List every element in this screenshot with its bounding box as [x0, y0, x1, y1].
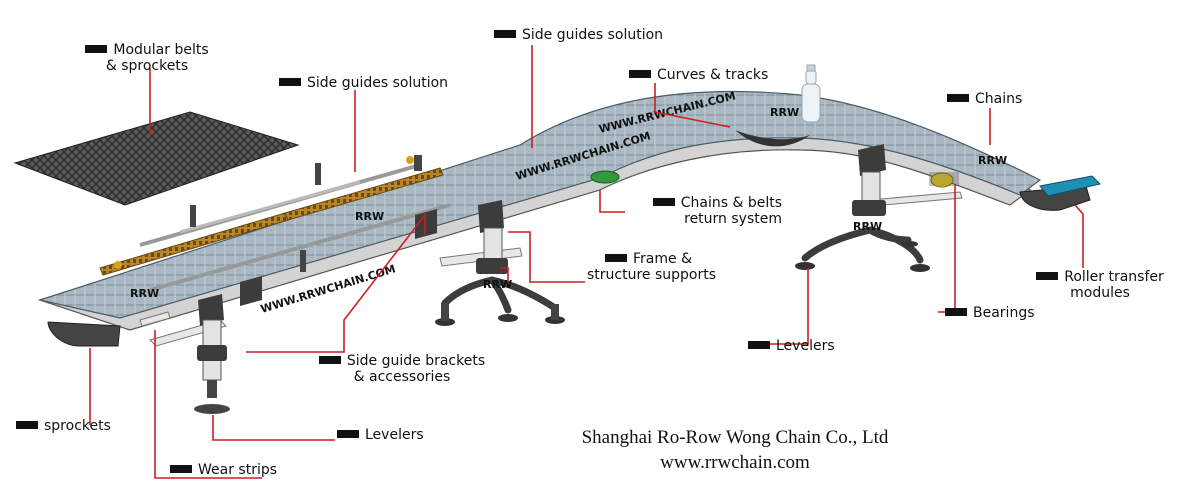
label-marker-icon [85, 45, 108, 53]
label-sprockets: sprockets [16, 418, 111, 434]
roller-transfer-module [1039, 175, 1101, 197]
label-chains-belts-return: Chains & belts return system [632, 195, 782, 227]
label-modular-belts: Modular belts & sprockets [62, 42, 232, 74]
bearing-housing [929, 172, 959, 186]
label-levelers-left: Levelers [337, 427, 424, 443]
company-url: www.rrwchain.com [660, 452, 810, 473]
side-guide-rail-3 [179, 180, 361, 234]
belt-mark-rrw: RRW [853, 220, 882, 233]
guide-knob [114, 261, 122, 269]
label-marker-icon [1036, 272, 1059, 280]
belt-mark-rrw: RRW [770, 106, 799, 119]
conveyor-belt-surface [37, 90, 1042, 319]
label-roller-transfer: Roller transfer modules [1025, 269, 1175, 301]
belt-mark-rrw: RRW [978, 154, 1007, 167]
side-guide-bracket [315, 163, 321, 185]
bracket-block [415, 209, 437, 239]
side-guide-bracket [190, 205, 196, 227]
label-marker-icon [947, 94, 969, 102]
company-name: Shanghai Ro-Row Wong Chain Co., Ltd [581, 427, 889, 448]
belt-mark-rrw: RRW [483, 278, 512, 291]
support-leg-right [795, 144, 930, 272]
label-marker-icon [337, 430, 359, 438]
curve-track-cutout [735, 130, 810, 147]
label-marker-icon [494, 30, 516, 38]
label-marker-icon [748, 341, 770, 349]
label-marker-icon [652, 198, 675, 206]
modular-belt-mesh [13, 111, 300, 206]
label-marker-icon [279, 78, 301, 86]
label-marker-icon [170, 465, 192, 473]
wear-strip [139, 311, 171, 327]
label-marker-icon [605, 254, 627, 262]
label-bearings: Bearings [945, 305, 1035, 321]
label-chains: Chains [947, 91, 1022, 107]
side-guide-rail-2 [149, 203, 451, 292]
label-wear-strips: Wear strips [170, 462, 277, 478]
label-marker-icon [318, 356, 341, 364]
guide-knob [406, 156, 414, 164]
support-leg-front [194, 294, 230, 414]
label-marker-icon [16, 421, 38, 429]
side-guide-bracket [414, 155, 422, 171]
left-return-drum [47, 321, 121, 347]
support-leg-middle [435, 200, 565, 326]
side-guide-chain-upper [284, 167, 444, 221]
belt-mark-rrw: RRW [130, 287, 159, 300]
label-marker-icon [629, 70, 651, 78]
water-bottle [801, 64, 821, 123]
side-guide-bracket [300, 250, 306, 272]
bracket-block [240, 276, 262, 306]
label-side-guides-2: Side guides solution [494, 27, 663, 43]
label-levelers-right: Levelers [748, 338, 835, 354]
label-frame-supports: Frame & structure supports [587, 251, 717, 283]
return-roller [590, 170, 620, 184]
label-curves-tracks: Curves & tracks [629, 67, 768, 83]
label-side-guides-1: Side guides solution [279, 75, 448, 91]
label-marker-icon [945, 308, 967, 316]
label-side-guide-brackets: Side guide brackets & accessories [302, 353, 502, 385]
right-return-drum [1019, 185, 1091, 211]
bearing [930, 172, 954, 188]
belt-mark-rrw: RRW [355, 210, 384, 223]
